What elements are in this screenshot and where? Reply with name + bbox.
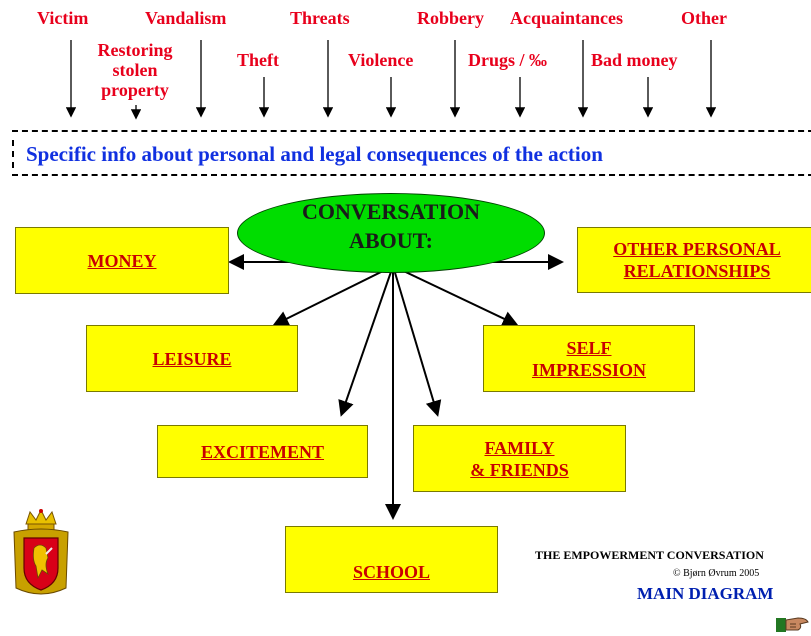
label-violence: Violence xyxy=(348,50,414,70)
main-diagram-label: MAIN DIAGRAM xyxy=(637,584,774,603)
label-drugs: Drugs / ‰ xyxy=(468,50,548,70)
arrow-to-family xyxy=(392,265,442,417)
center-line2: ABOUT: xyxy=(349,228,433,253)
info-banner-text: Specific info about personal and legal c… xyxy=(26,142,603,166)
center-ellipse-text: CONVERSATION ABOUT: xyxy=(237,197,545,255)
family-line2: & FRIENDS xyxy=(470,459,569,480)
topic-box-money: MONEY xyxy=(15,227,229,294)
topic-box-family: FAMILY & FRIENDS xyxy=(413,425,626,492)
label-victim: Victim xyxy=(37,8,89,28)
topic-box-school: SCHOOL xyxy=(285,526,498,593)
center-ellipse xyxy=(237,193,545,273)
family-line1: FAMILY xyxy=(484,437,555,458)
info-banner-left-dash xyxy=(12,140,14,168)
arrow-to-self-impression xyxy=(392,265,519,327)
label-acquaintances: Acquaintances xyxy=(510,8,624,28)
label-restoring-line2: stolen xyxy=(112,60,158,80)
topic-box-excitement: EXCITEMENT xyxy=(157,425,368,478)
arrow-to-leisure xyxy=(272,265,394,326)
label-restoring-line3: property xyxy=(101,80,169,100)
topic-box-other-personal: OTHER PERSONAL RELATIONSHIPS xyxy=(577,227,811,293)
topic-link-leisure[interactable]: LEISURE xyxy=(152,348,232,369)
self-impression-line2: IMPRESSION xyxy=(531,359,647,380)
label-threats: Threats xyxy=(290,8,350,28)
topic-link-excitement[interactable]: EXCITEMENT xyxy=(200,441,325,462)
label-theft: Theft xyxy=(237,50,279,70)
self-impression-line1: SELF xyxy=(566,337,612,358)
topic-link-money[interactable]: MONEY xyxy=(87,250,157,271)
label-restoring-line1: Restoring xyxy=(97,40,173,60)
center-line1: CONVERSATION xyxy=(301,199,481,224)
info-banner-frame xyxy=(12,130,811,176)
hand-pointer-icon[interactable] xyxy=(776,614,810,634)
label-vandalism: Vandalism xyxy=(145,8,227,28)
topic-link-school[interactable]: SCHOOL xyxy=(352,561,431,582)
topic-box-leisure: LEISURE xyxy=(86,325,298,392)
label-restoring-stolen-property: Restoring stolen property xyxy=(80,40,190,100)
label-bad-money: Bad money xyxy=(591,50,678,70)
topic-link-self-impression[interactable]: SELF IMPRESSION xyxy=(532,337,646,381)
topic-link-family[interactable]: FAMILY & FRIENDS xyxy=(470,437,569,481)
other-personal-line2: RELATIONSHIPS xyxy=(623,261,771,281)
arrow-to-excitement xyxy=(338,265,394,417)
footer-title: THE EMPOWERMENT CONVERSATION xyxy=(535,548,764,562)
top-arrows xyxy=(65,40,717,120)
coat-of-arms-lion-icon xyxy=(13,508,69,595)
other-personal-line1: OTHER PERSONAL xyxy=(613,239,781,259)
topic-box-self-impression: SELF IMPRESSION xyxy=(483,325,695,392)
footer-copyright: © Bjørn Øvrum 2005 xyxy=(673,568,760,579)
label-robbery: Robbery xyxy=(417,8,484,28)
topic-link-other-personal[interactable]: OTHER PERSONAL RELATIONSHIPS xyxy=(613,238,781,282)
label-other: Other xyxy=(681,8,727,28)
